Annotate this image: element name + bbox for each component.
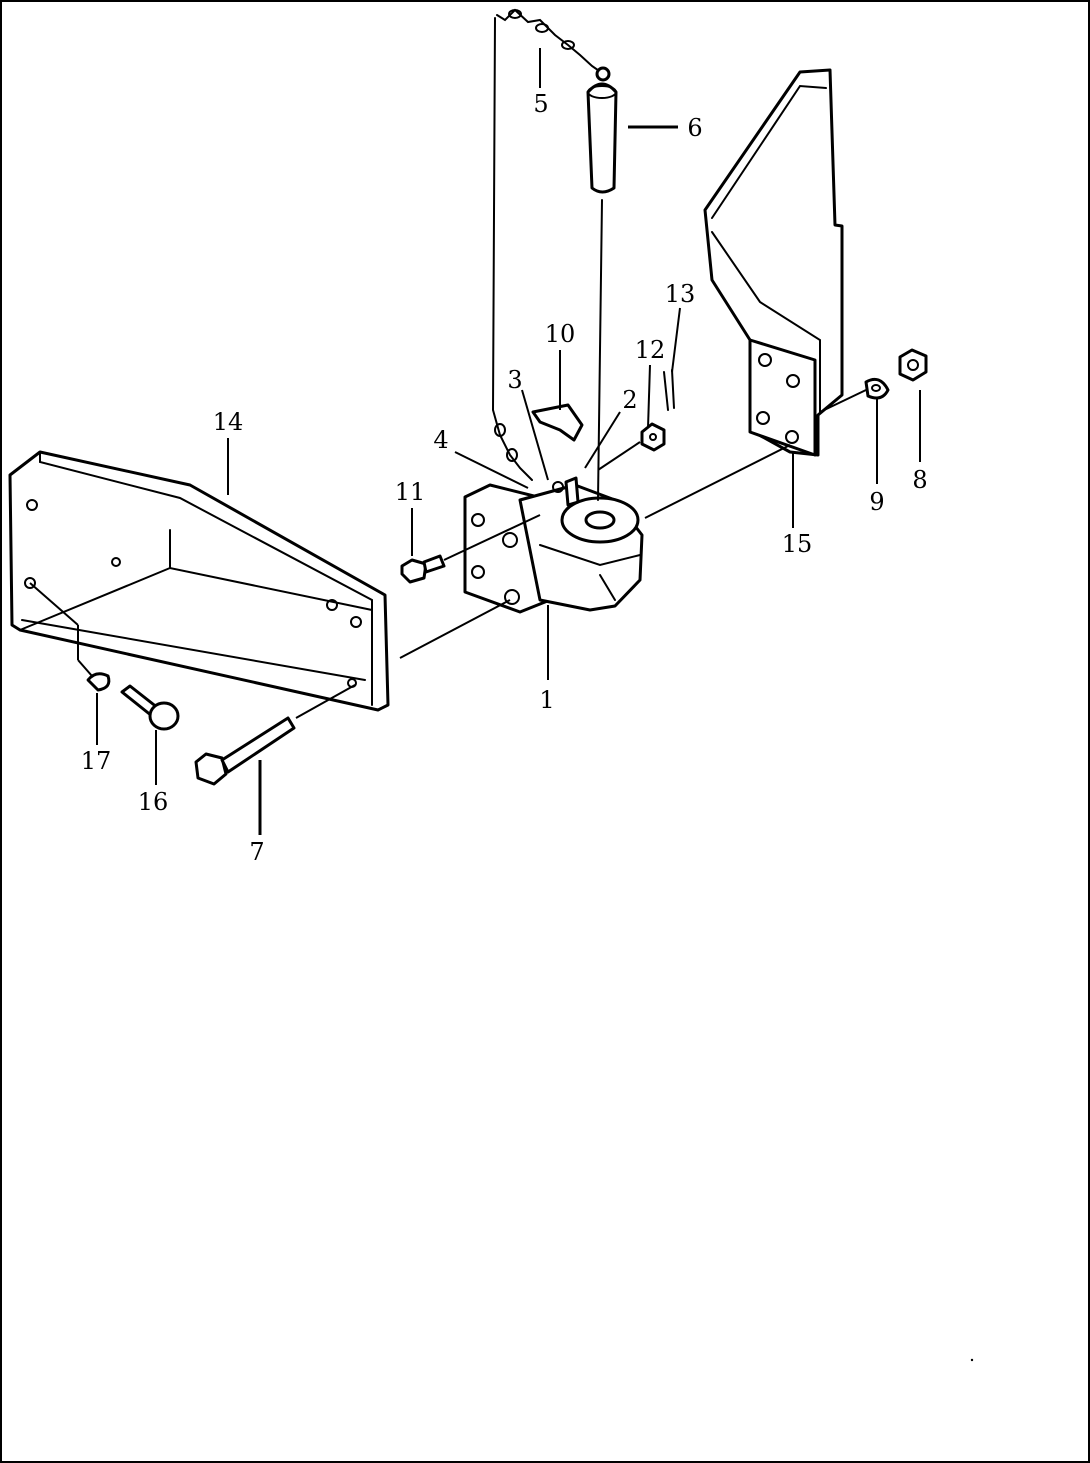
- part-16-pin: [120, 684, 180, 731]
- part-5-chain: [491, 8, 606, 481]
- label-3: 3: [507, 366, 522, 394]
- part-8-nut: [898, 348, 928, 382]
- part-1-hinge-block: [463, 483, 644, 614]
- part-13-cotter-pin: [663, 369, 675, 411]
- label-7: 7: [249, 838, 264, 866]
- part-14-left-bracket: [8, 450, 390, 712]
- label-10: 10: [545, 320, 576, 348]
- part-17-washer: [86, 672, 111, 692]
- part-number-labels: 1 2 3 4 5 6 7 8 9 10 11 12 13 14 15 16 1…: [81, 90, 928, 866]
- label-1: 1: [539, 686, 554, 714]
- label-5: 5: [533, 90, 548, 118]
- label-11: 11: [395, 478, 426, 506]
- part-7-long-bolt: [194, 684, 356, 786]
- speck-dot: [970, 1358, 974, 1362]
- part-12-castle-nut: [640, 422, 666, 452]
- part-11-bolt: [400, 514, 541, 584]
- label-15: 15: [782, 530, 813, 558]
- part-9-washer: [864, 377, 890, 400]
- label-4: 4: [433, 426, 448, 454]
- assembly-lines: [29, 389, 867, 677]
- part-3-pin: [552, 476, 580, 507]
- label-16: 16: [138, 788, 169, 816]
- label-14: 14: [213, 408, 244, 436]
- part-10-lock-lever: [531, 403, 584, 442]
- callout-leaders: [96, 48, 921, 835]
- part-6-pin: [586, 66, 618, 501]
- label-12: 12: [635, 336, 666, 364]
- label-6: 6: [687, 114, 702, 142]
- label-17: 17: [81, 747, 112, 775]
- label-13: 13: [665, 280, 696, 308]
- label-8: 8: [912, 466, 927, 494]
- part-15-right-bracket: [703, 68, 844, 457]
- label-2: 2: [622, 386, 637, 414]
- label-9: 9: [869, 488, 884, 516]
